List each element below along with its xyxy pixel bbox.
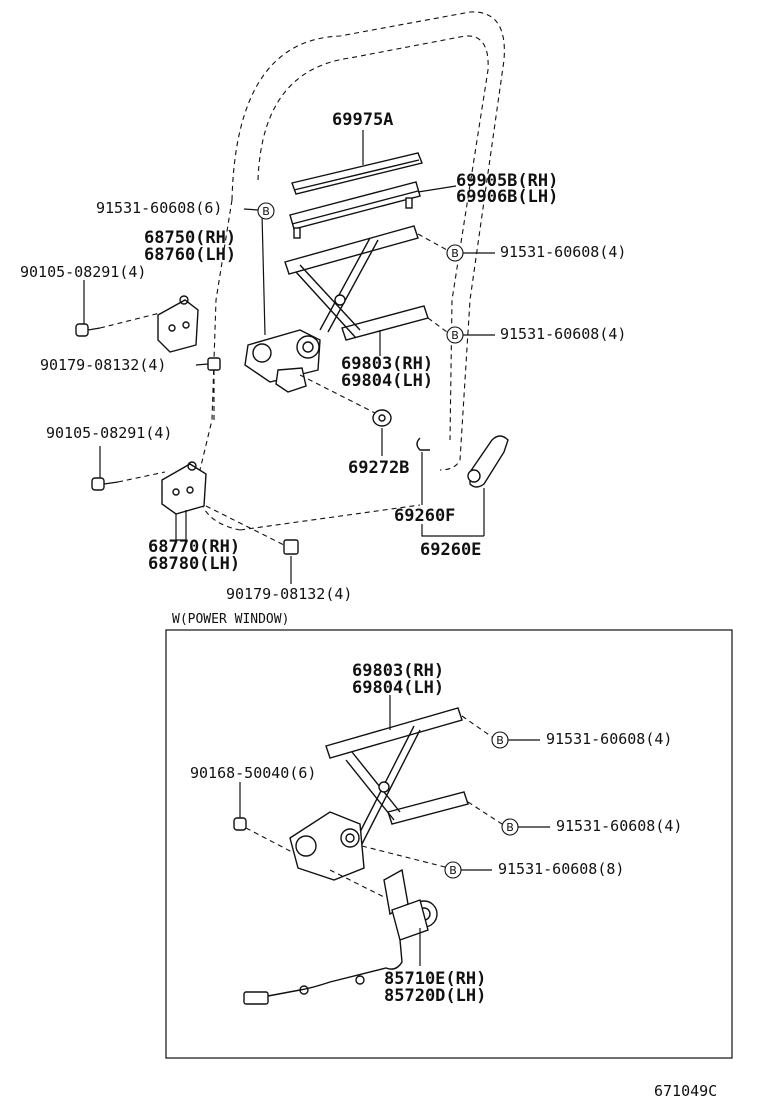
bubble-b-5: B [501, 818, 519, 836]
label-68750: 68750(RH) [144, 228, 236, 248]
part-69975a [291, 152, 423, 195]
part-69260f [416, 437, 430, 451]
power-window-box [165, 629, 733, 1059]
svg-text:B: B [496, 734, 504, 747]
label-69260e: 69260E [420, 540, 481, 560]
label-91531-6: 91531-60608(6) [96, 199, 222, 217]
label-69975a: 69975A [332, 110, 393, 130]
label-68770: 68770(RH) [148, 537, 240, 557]
figure-code: 671049C [654, 1082, 717, 1100]
label-68760: 68760(LH) [144, 245, 236, 265]
bubble-b-6: B [444, 861, 462, 879]
nut-upper [207, 357, 221, 371]
label-68780: 68780(LH) [148, 554, 240, 574]
door-frame-outline [197, 11, 505, 531]
label-90179-b: 90179-08132(4) [226, 585, 352, 603]
svg-text:B: B [451, 329, 459, 342]
svg-text:B: B [449, 864, 457, 877]
label-69906b: 69906B(LH) [456, 187, 558, 207]
label-69272b: 69272B [348, 458, 409, 478]
label-pw-91531-8: 91531-60608(8) [498, 860, 624, 878]
part-window-regulator-power [289, 707, 469, 881]
bolt-lower [91, 477, 119, 491]
bubble-b-4: B [491, 731, 509, 749]
label-69803: 69803(RH) [341, 354, 433, 374]
label-pw-69803: 69803(RH) [352, 661, 444, 681]
section-title: W(POWER WINDOW) [172, 612, 289, 627]
part-power-window-motor [243, 868, 438, 1005]
bubble-b-3: B [446, 326, 464, 344]
part-69905b [289, 181, 421, 239]
part-hinge-upper [157, 295, 199, 353]
label-pw-85710e: 85710E(RH) [384, 969, 486, 989]
label-91531-4a: 91531-60608(4) [500, 243, 626, 261]
bubble-b-1: B [257, 202, 275, 220]
label-91531-4b: 91531-60608(4) [500, 325, 626, 343]
part-69272b [372, 409, 392, 427]
svg-text:B: B [262, 205, 270, 218]
label-pw-69804: 69804(LH) [352, 678, 444, 698]
label-90105-b: 90105-08291(4) [46, 424, 172, 442]
screw-90168 [233, 817, 247, 831]
label-pw-85720d: 85720D(LH) [384, 986, 486, 1006]
label-90179-a: 90179-08132(4) [40, 356, 166, 374]
label-90105-a: 90105-08291(4) [20, 263, 146, 281]
nut-lower [283, 539, 299, 555]
label-69260f: 69260F [394, 506, 455, 526]
label-pw-91531-4a: 91531-60608(4) [546, 730, 672, 748]
label-69905b: 69905B(RH) [456, 171, 558, 191]
svg-text:B: B [506, 821, 514, 834]
part-window-regulator-manual [244, 225, 429, 393]
part-hinge-lower [161, 461, 207, 515]
bubble-b-2: B [446, 244, 464, 262]
label-pw-91531-4b: 91531-60608(4) [556, 817, 682, 835]
svg-text:B: B [451, 247, 459, 260]
label-69804: 69804(LH) [341, 371, 433, 391]
bolt-upper [75, 323, 101, 337]
part-69260e [467, 435, 509, 488]
label-pw-90168: 90168-50040(6) [190, 764, 316, 782]
